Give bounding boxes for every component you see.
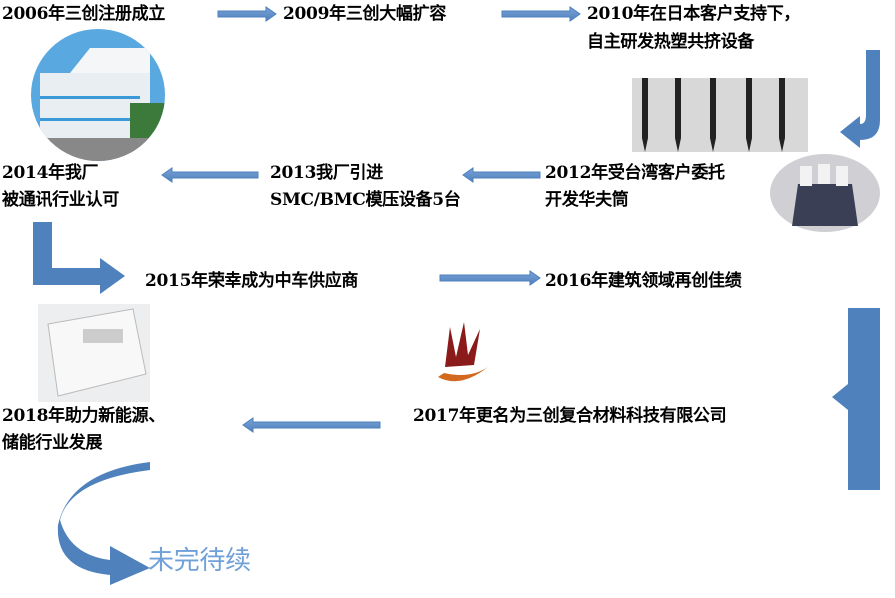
milestone-2012-line1: 2012年受台湾客户委托 bbox=[545, 163, 725, 183]
sanchuang-logo bbox=[438, 322, 488, 382]
curved-arrow-down-icon bbox=[840, 50, 880, 148]
milestone-2013-line1: 2013我厂引进 bbox=[270, 163, 383, 183]
arrow-left-icon bbox=[462, 167, 541, 183]
milestone-2006: 2006年三创注册成立 bbox=[2, 4, 166, 24]
arrow-left-icon bbox=[161, 167, 259, 183]
arrow-left-icon bbox=[242, 417, 381, 433]
milestone-2013-line2: SMC/BMC模压设备5台 bbox=[270, 190, 461, 210]
arrow-right-icon bbox=[217, 6, 277, 22]
arrow-right-icon bbox=[439, 270, 541, 286]
milestone-2014-line1: 2014年我厂 bbox=[2, 163, 99, 183]
arrow-right-icon bbox=[501, 6, 581, 22]
milestone-2018-line2: 储能行业发展 bbox=[2, 433, 103, 453]
milestone-2009: 2009年三创大幅扩容 bbox=[283, 4, 447, 24]
milestone-2010-line1: 2010年在日本客户支持下， bbox=[587, 4, 801, 24]
milestone-2017: 2017年更名为三创复合材料科技有限公司 bbox=[413, 406, 727, 426]
milestone-2016: 2016年建筑领域再创佳绩 bbox=[545, 271, 742, 291]
milestone-2018-line1: 2018年助力新能源、 bbox=[2, 406, 166, 426]
block-arrow-left-icon bbox=[832, 308, 880, 490]
to-be-continued: 未完待续 bbox=[148, 546, 251, 576]
factory-building-photo bbox=[31, 29, 165, 161]
waffle-tube-photo bbox=[770, 154, 880, 232]
milestone-2010-line2: 自主研发热塑共挤设备 bbox=[587, 32, 754, 52]
milestone-2014-line2: 被通讯行业认可 bbox=[2, 190, 119, 210]
milestone-2012-line2: 开发华夫筒 bbox=[545, 190, 629, 210]
l-shaped-arrow-icon bbox=[33, 222, 125, 294]
milestone-2015: 2015年荣幸成为中车供应商 bbox=[145, 271, 359, 291]
curved-arrow-icon bbox=[57, 462, 150, 585]
extruded-pins-photo bbox=[632, 78, 808, 152]
meter-box-photo bbox=[38, 304, 150, 402]
